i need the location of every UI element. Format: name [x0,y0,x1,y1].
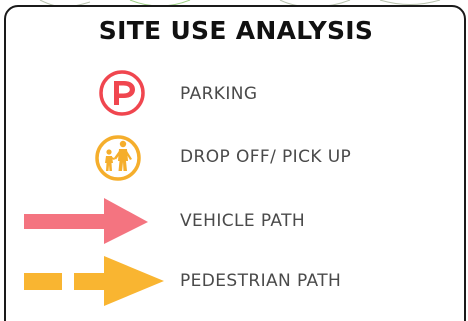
parking-icon [99,70,145,116]
vehicle-path-arrow [24,198,148,244]
legend-item-parking: PARKING [0,69,468,119]
legend-label-parking: PARKING [180,84,258,104]
legend-title: SITE USE ANALYSIS [98,16,374,45]
legend-item-pedestrian-path: PEDESTRIAN PATH [0,256,468,306]
legend-item-drop-off-pick-up: DROP OFF/ PICK UP [0,132,468,182]
drop-off-pick-up-icon [95,135,141,181]
legend-label-drop-off-pick-up: DROP OFF/ PICK UP [180,147,352,167]
legend-item-vehicle-path: VEHICLE PATH [0,196,468,246]
legend-box [4,5,466,321]
legend-label-vehicle-path: VEHICLE PATH [180,211,306,231]
pedestrian-path-arrow [24,256,164,306]
legend-label-pedestrian-path: PEDESTRIAN PATH [180,271,342,291]
